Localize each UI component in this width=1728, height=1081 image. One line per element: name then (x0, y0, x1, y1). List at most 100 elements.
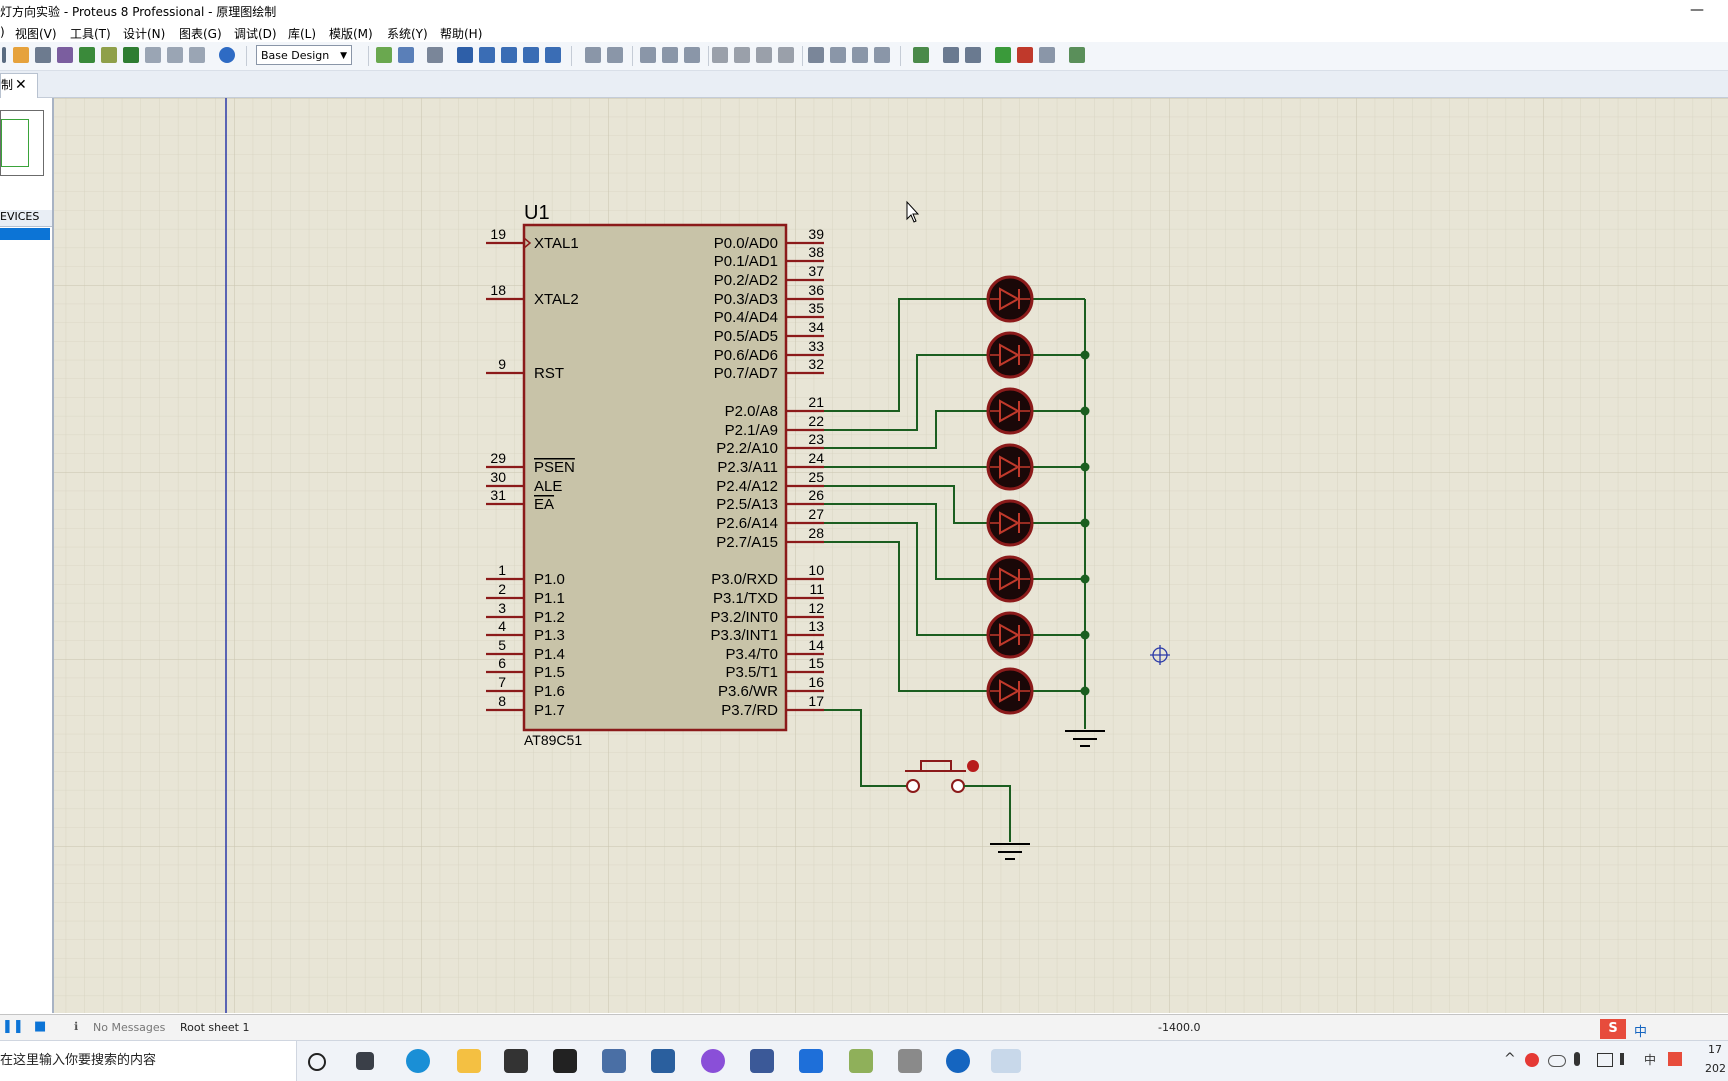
onedrive-icon[interactable] (1548, 1055, 1566, 1067)
origin-icon[interactable] (427, 47, 443, 63)
pin-label: P0.5/AD5 (714, 328, 778, 345)
menu-debug[interactable]: 调试(D) (234, 27, 277, 41)
store-icon[interactable] (504, 1049, 528, 1073)
menu-graph[interactable]: 图表(G) (179, 27, 222, 41)
pin-label: P1.7 (534, 702, 565, 719)
3d-icon[interactable] (79, 47, 95, 63)
pin-label: P0.1/AD1 (714, 253, 778, 270)
remove-sheet-icon[interactable] (1017, 47, 1033, 63)
netlist-icon[interactable] (1069, 47, 1085, 63)
menu-file-edge[interactable]: ) (0, 25, 5, 39)
property-assign-icon[interactable] (965, 47, 981, 63)
menu-design[interactable]: 设计(N) (123, 27, 166, 41)
edge-icon[interactable] (406, 1049, 430, 1073)
pan-icon[interactable] (457, 47, 473, 63)
task-view-icon[interactable] (356, 1052, 374, 1070)
file-explorer-icon[interactable] (457, 1049, 481, 1073)
exit-parent-icon[interactable] (1039, 47, 1055, 63)
menu-tools[interactable]: 工具(T) (70, 27, 111, 41)
sogou-ime-icon[interactable]: S (1600, 1019, 1626, 1039)
cut-icon[interactable] (640, 47, 656, 63)
pin-number: 16 (808, 674, 824, 690)
tab-schematic[interactable]: 制 ✕ (0, 73, 38, 98)
schematic-icon[interactable] (35, 47, 51, 63)
messages-status[interactable]: No Messages (93, 1021, 166, 1034)
doc-icon[interactable] (189, 47, 205, 63)
app-icon[interactable] (849, 1049, 873, 1073)
app-icon[interactable] (602, 1049, 626, 1073)
pin-label: P2.2/A10 (716, 440, 778, 457)
pick-device-icon[interactable] (808, 47, 824, 63)
toolbar-separator (900, 46, 901, 66)
menu-library[interactable]: 库(L) (288, 27, 317, 41)
refresh-icon[interactable] (376, 47, 392, 63)
net-wire (824, 522, 988, 636)
taskbar-search-input[interactable]: 在这里输入你要搜索的内容 (0, 1041, 297, 1081)
zoom-out-icon[interactable] (501, 47, 517, 63)
package-tool-icon[interactable] (852, 47, 868, 63)
network-icon[interactable] (1597, 1053, 1613, 1067)
tray-chevron-icon[interactable]: ^ (1504, 1051, 1516, 1067)
proteus-taskbar-icon[interactable] (991, 1049, 1021, 1073)
menu-help[interactable]: 帮助(H) (440, 27, 483, 41)
pin-number: 29 (490, 450, 506, 466)
language-indicator[interactable]: 中 (1644, 1053, 1657, 1067)
block-rotate-icon[interactable] (756, 47, 772, 63)
clock-marker (523, 237, 532, 249)
net-wire (824, 541, 988, 692)
home-icon[interactable] (13, 47, 29, 63)
zoom-all-icon[interactable] (523, 47, 539, 63)
sogou-tray-icon[interactable] (1668, 1052, 1682, 1066)
pause-icon[interactable]: ❚❚ (2, 1019, 24, 1034)
undo-icon[interactable] (585, 47, 601, 63)
menu-system[interactable]: 系统(Y) (387, 27, 428, 41)
redo-icon[interactable] (607, 47, 623, 63)
overview-window[interactable] (0, 110, 44, 176)
clock-time[interactable]: 17 (1708, 1043, 1722, 1056)
app-icon[interactable] (898, 1049, 922, 1073)
app-icon[interactable] (750, 1049, 774, 1073)
close-icon[interactable]: ✕ (15, 77, 27, 93)
new-sheet-icon[interactable] (995, 47, 1011, 63)
sheet-status: Root sheet 1 (180, 1021, 250, 1034)
notes-icon[interactable] (167, 47, 183, 63)
bom-icon[interactable] (123, 47, 139, 63)
pcb-icon[interactable] (57, 47, 73, 63)
app-icon[interactable] (651, 1049, 675, 1073)
design-variant-select[interactable]: Base Design ▼ (256, 45, 352, 65)
menu-template[interactable]: 模版(M) (329, 27, 373, 41)
zoom-in-icon[interactable] (479, 47, 495, 63)
app-icon[interactable] (799, 1049, 823, 1073)
wire-autorouter-icon[interactable] (913, 47, 929, 63)
qq-tray-icon[interactable] (1525, 1053, 1539, 1067)
block-move-icon[interactable] (734, 47, 750, 63)
source-icon[interactable] (145, 47, 161, 63)
net-wire (964, 785, 1011, 842)
volume-icon[interactable] (1620, 1053, 1636, 1065)
gerber-icon[interactable] (101, 47, 117, 63)
menu-view[interactable]: 视图(V) (15, 27, 57, 41)
microphone-icon[interactable] (1574, 1052, 1580, 1066)
help-icon[interactable] (219, 47, 235, 63)
decompose-icon[interactable] (874, 47, 890, 63)
terminal-icon[interactable] (553, 1049, 577, 1073)
device-list-selected-item[interactable] (0, 228, 50, 240)
search-tag-icon[interactable] (943, 47, 959, 63)
pin-number: 34 (808, 319, 824, 335)
grid-icon[interactable] (398, 47, 414, 63)
paste-icon[interactable] (684, 47, 700, 63)
zoom-area-icon[interactable] (545, 47, 561, 63)
app-icon[interactable] (701, 1049, 725, 1073)
make-device-icon[interactable] (830, 47, 846, 63)
block-copy-icon[interactable] (712, 47, 728, 63)
block-delete-icon[interactable] (778, 47, 794, 63)
stop-icon[interactable]: ■ (34, 1019, 47, 1034)
clock-date[interactable]: 202 (1705, 1062, 1726, 1075)
copy-icon[interactable] (662, 47, 678, 63)
minimize-button[interactable]: — (1690, 2, 1704, 18)
pin-number: 9 (498, 356, 506, 372)
ime-mode-indicator[interactable]: 中 (1634, 1025, 1648, 1040)
cortana-icon[interactable] (308, 1053, 326, 1071)
app-icon[interactable] (946, 1049, 970, 1073)
